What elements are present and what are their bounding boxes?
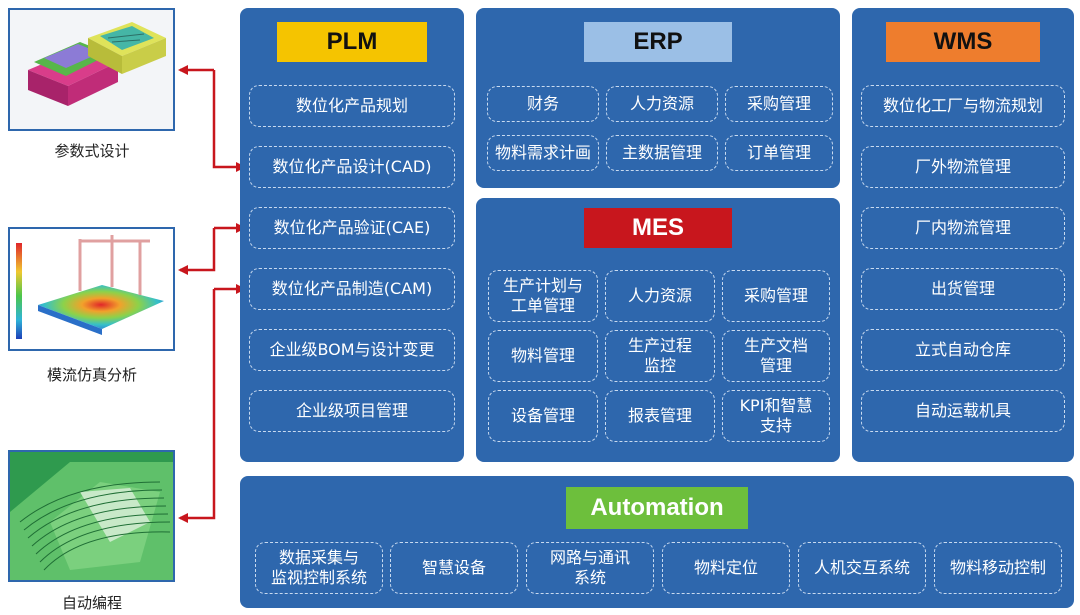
erp-item-hr[interactable]: 人力资源: [606, 86, 718, 122]
erp-title: ERP: [584, 22, 732, 62]
auto-programming-label: 自动编程: [61, 594, 122, 612]
wms-title: WMS: [886, 22, 1040, 62]
mes-item-kpi[interactable]: KPI和智慧 支持: [722, 390, 830, 442]
erp-item-mrp[interactable]: 物料需求计画: [487, 135, 599, 171]
plm-panel: [240, 8, 464, 462]
wms-item-asrs[interactable]: 立式自动仓库: [861, 329, 1065, 371]
wms-item-internal-logistics[interactable]: 厂内物流管理: [861, 207, 1065, 249]
arrow-cad: [212, 70, 246, 172]
wms-item-external-logistics[interactable]: 厂外物流管理: [861, 146, 1065, 188]
mold-flow-image: [8, 227, 175, 351]
mes-item-equipment[interactable]: 设备管理: [488, 390, 598, 442]
erp-item-orders[interactable]: 订单管理: [725, 135, 833, 171]
parametric-design-image: [8, 8, 175, 131]
arrow-mold-flow: [178, 228, 216, 275]
mold-3d-model-icon: [10, 10, 173, 129]
plm-item-product-planning[interactable]: 数位化产品规划: [249, 85, 455, 127]
automation-item-scada[interactable]: 数据采集与 监视控制系统: [255, 542, 383, 594]
mes-item-material[interactable]: 物料管理: [488, 330, 598, 382]
mes-title: MES: [584, 208, 732, 248]
mes-item-hr[interactable]: 人力资源: [605, 270, 715, 322]
plm-item-cae[interactable]: 数位化产品验证(CAE): [249, 207, 455, 249]
wms-item-factory-planning[interactable]: 数位化工厂与物流规划: [861, 85, 1065, 127]
plm-item-project[interactable]: 企业级项目管理: [249, 390, 455, 432]
wms-panel: [852, 8, 1074, 462]
arrow-auto-programming: [178, 289, 216, 523]
parametric-design-label: 参数式设计: [54, 142, 130, 160]
automation-item-material-movement[interactable]: 物料移动控制: [934, 542, 1062, 594]
erp-item-finance[interactable]: 财务: [487, 86, 599, 122]
wms-item-shipping[interactable]: 出货管理: [861, 268, 1065, 310]
automation-item-material-location[interactable]: 物料定位: [662, 542, 790, 594]
mes-item-document[interactable]: 生产文档 管理: [722, 330, 830, 382]
wms-item-agv[interactable]: 自动运载机具: [861, 390, 1065, 432]
plm-item-cam[interactable]: 数位化产品制造(CAM): [249, 268, 455, 310]
erp-item-purchasing[interactable]: 采购管理: [725, 86, 833, 122]
erp-item-master-data[interactable]: 主数据管理: [606, 135, 718, 171]
mes-item-process-monitoring[interactable]: 生产过程 监控: [605, 330, 715, 382]
automation-title: Automation: [566, 487, 748, 529]
mes-item-production-planning[interactable]: 生产计划与 工单管理: [488, 270, 598, 322]
plm-title: PLM: [277, 22, 427, 62]
automation-item-network[interactable]: 网路与通讯 系统: [526, 542, 654, 594]
plm-item-cad[interactable]: 数位化产品设计(CAD): [249, 146, 455, 188]
mold-flow-simulation-icon: [10, 229, 173, 349]
plm-item-bom[interactable]: 企业级BOM与设计变更: [249, 329, 455, 371]
automation-item-hmi[interactable]: 人机交互系统: [798, 542, 926, 594]
auto-programming-image: [8, 450, 175, 582]
mold-flow-label: 模流仿真分析: [46, 366, 137, 384]
mes-item-reports[interactable]: 报表管理: [605, 390, 715, 442]
mes-item-purchasing[interactable]: 采购管理: [722, 270, 830, 322]
cnc-toolpath-icon: [10, 452, 173, 580]
automation-item-smart-devices[interactable]: 智慧设备: [390, 542, 518, 594]
